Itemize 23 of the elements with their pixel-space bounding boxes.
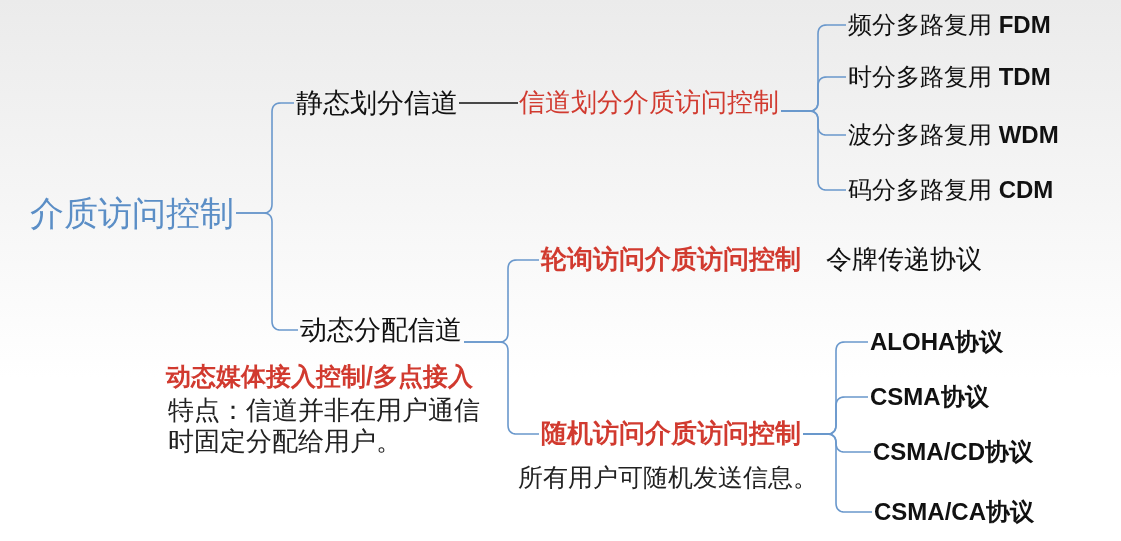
item-text: ALOHA协议	[870, 327, 1004, 357]
item-text: 时分多路复用 TDM	[848, 62, 1051, 92]
topic-text: 轮询访问介质访问控制	[541, 244, 801, 276]
bracket-connector	[235, 212, 299, 331]
topic-text: 随机访问介质访问控制	[541, 418, 801, 450]
item-text: 波分多路复用 WDM	[848, 120, 1059, 150]
topic-text: 静态划分信道	[296, 86, 458, 120]
item-text: 频分多路复用 FDM	[848, 10, 1051, 40]
item-text: CSMA/CD协议	[873, 437, 1033, 467]
bracket-connector	[802, 433, 873, 513]
bracket-connector	[780, 110, 847, 191]
topic-text: 动态分配信道	[300, 313, 462, 347]
bracket-connector	[463, 341, 540, 435]
item-text: 令牌传递协议	[826, 244, 982, 276]
connector-line	[458, 102, 519, 104]
note-text: 所有用户可随机发送信息。	[518, 462, 818, 492]
item-text: CSMA/CA协议	[874, 497, 1034, 527]
note-text: 特点：信道并非在用户通信时固定分配给用户。	[168, 395, 481, 458]
topic-text: 信道划分介质访问控制	[519, 87, 779, 119]
item-text: 码分多路复用 CDM	[848, 175, 1054, 205]
item-text: CSMA协议	[870, 382, 989, 412]
root-topic-text: 介质访问控制	[30, 192, 234, 234]
subtitle-text: 动态媒体接入控制/多点接入	[166, 361, 473, 391]
